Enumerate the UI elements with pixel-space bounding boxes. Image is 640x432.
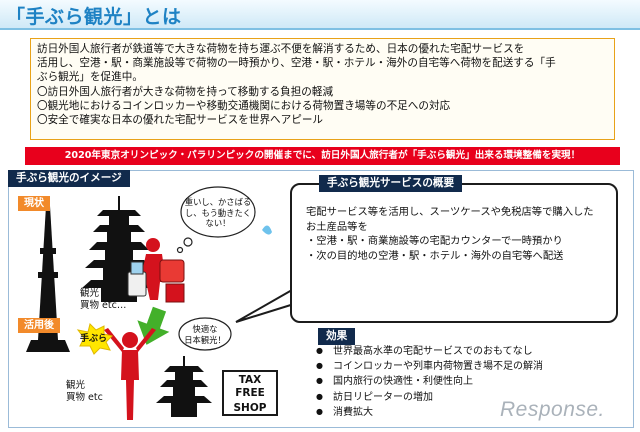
effects-header: 効果 — [318, 328, 356, 345]
response-watermark: Response. — [500, 398, 605, 421]
tebura-label: 手ぶら — [80, 334, 108, 344]
thought-bubble — [176, 186, 256, 254]
image-header: 手ぶら観光のイメージ — [8, 170, 130, 187]
bubble-line: し、もう動きたく — [184, 207, 252, 218]
speech-bubble-after — [178, 317, 232, 351]
page-title: 「手ぶら観光」とは — [6, 6, 182, 28]
caption-line: 観光 — [80, 288, 100, 299]
effect-item: 世界最高水準の宅配サービスでのおもてなし — [316, 344, 543, 359]
bubble-line: 日本観光！ — [184, 334, 226, 345]
caption-line: 買物 etc… — [80, 300, 127, 311]
after-bubble-text: 快適な 日本観光！ — [180, 324, 230, 345]
bubble-line: ない！ — [205, 218, 231, 228]
intro-line: ぶら観光」を促進中。 — [37, 71, 143, 84]
skytree-icon — [26, 206, 70, 352]
service-line: ・空港・駅・商業施設等の宅配カウンターで一時預かり — [306, 235, 563, 247]
intro-bullet: 観光地におけるコインロッカーや移動交通機関における荷物置き場等の不足への対応 — [37, 99, 608, 113]
bubble-line: 快適な — [192, 324, 218, 334]
intro-bullet: 安全で確実な日本の優れた宅配サービスを世界へアピール — [37, 113, 608, 127]
tax-free-sign: TAX FREE SHOP — [222, 370, 278, 416]
tebura-burst-icon — [76, 323, 113, 355]
effect-item: コインロッカーや列車内荷物置き場不足の解消 — [316, 359, 543, 374]
title-bar: 「手ぶら観光」とは — [0, 0, 640, 30]
before-bubble-text: 重いし、かさばる し、もう動きたく ない！ — [184, 197, 252, 229]
happy-tourist-icon — [104, 328, 156, 420]
service-callout-box — [290, 183, 618, 323]
caption-line: 観光 — [66, 380, 86, 391]
service-line: お土産品等を — [306, 220, 368, 233]
goal-banner: 2020年東京オリンピック・パラリンピックの開催までに、訪日外国人旅行者が「手ぶ… — [25, 147, 620, 165]
service-text: 宅配サービス等を活用し、スーツケースや免税店等で購入した お土産品等を ・空港・… — [306, 205, 606, 263]
caption-line: 買物 etc — [66, 392, 103, 403]
intro-line: 訪日外国人旅行者が鉄道等で大きな荷物を持ち運ぶ不便を解消するため、日本の優れた宅… — [37, 43, 525, 55]
pagoda-after-icon — [156, 356, 212, 417]
before-tag: 現状 — [18, 196, 50, 211]
effect-item: 消費拡大 — [316, 405, 543, 420]
down-arrow-icon — [137, 306, 170, 345]
effect-item: 訪日リピーターの増加 — [316, 390, 543, 405]
after-tag: 活用後 — [18, 318, 60, 333]
effects-list: 世界最高水準の宅配サービスでのおもてなし コインロッカーや列車内荷物置き場不足の… — [316, 344, 543, 420]
callout-tail — [235, 288, 296, 323]
intro-line: 活用し、空港・駅・商業施設等で荷物の一時預かり、空港・駅・ホテル・海外の自宅等へ… — [37, 57, 556, 70]
service-header: 手ぶら観光サービスの概要 — [319, 175, 463, 192]
tax-free-line: TAX FREE — [235, 374, 265, 399]
bubble-line: 重いし、かさばる — [184, 197, 252, 207]
service-line: ・次の目的地の空港・駅・ホテル・海外の自宅等へ配送 — [306, 249, 564, 262]
after-caption: 観光 買物 etc — [66, 380, 103, 404]
service-line: 宅配サービス等を活用し、スーツケースや免税店等で購入した — [306, 206, 594, 218]
tourist-luggage-icon — [127, 238, 185, 303]
service-callout: 宅配サービス等を活用し、スーツケースや免税店等で購入した お土産品等を ・空港・… — [290, 183, 618, 323]
tax-free-line: SHOP — [233, 402, 267, 414]
sweat-icon — [262, 225, 272, 235]
intro-box: 訪日外国人旅行者が鉄道等で大きな荷物を持ち運ぶ不便を解消するため、日本の優れた宅… — [30, 38, 615, 140]
before-caption: 観光 買物 etc… — [80, 288, 126, 312]
effect-item: 国内旅行の快適性・利便性向上 — [316, 374, 543, 389]
intro-bullet: 訪日外国人旅行者が大きな荷物を持って移動する負担の軽減 — [37, 85, 608, 99]
